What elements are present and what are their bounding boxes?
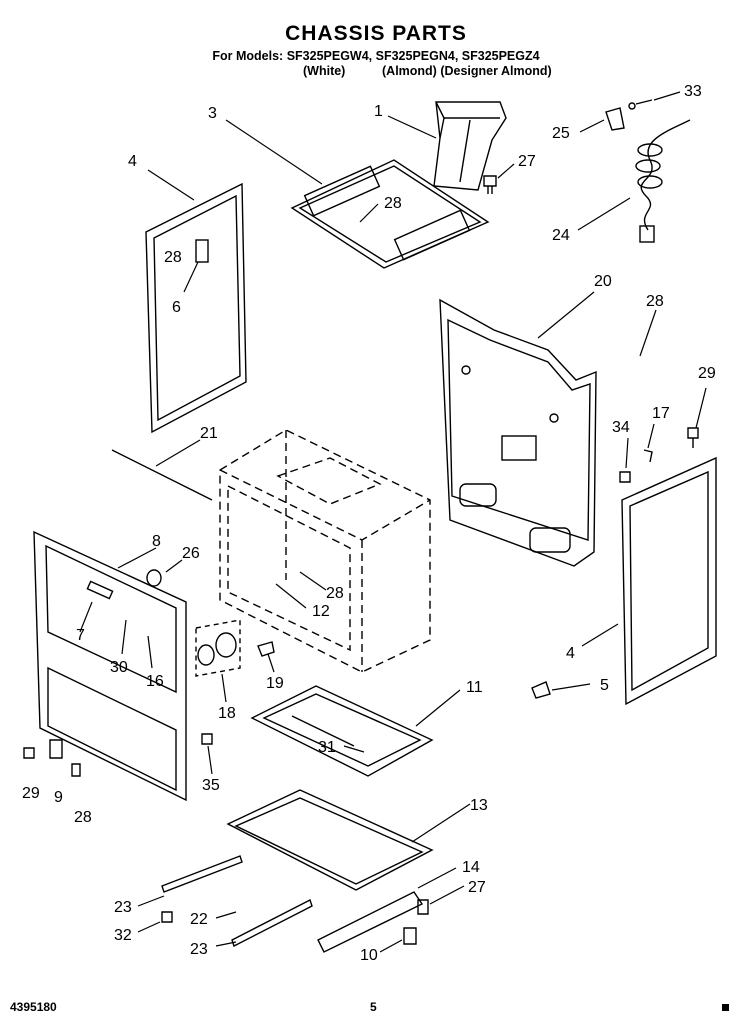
callout-28-cavity: 28	[326, 585, 344, 602]
callout-18: 18	[218, 705, 236, 722]
callout-1: 1	[374, 103, 383, 120]
page-title: CHASSIS PARTS	[285, 22, 467, 45]
orifice-19	[257, 641, 275, 657]
front-frame-part	[33, 530, 187, 802]
leader-lines	[79, 91, 707, 953]
callout-34: 34	[612, 419, 630, 436]
bottom-panel-part	[226, 789, 434, 891]
corner-mark	[722, 1004, 729, 1011]
callout-27-top: 27	[518, 153, 536, 170]
vent-duct-part	[433, 101, 507, 191]
color-white-label: (White)	[303, 64, 346, 78]
callout-35: 35	[202, 777, 220, 794]
left-side-panel-part	[145, 182, 247, 434]
rail-23-lower	[231, 899, 313, 947]
broiler-pan-part	[250, 685, 434, 777]
callout-3: 3	[208, 105, 217, 122]
callout-12: 12	[312, 603, 330, 620]
bracket-9	[49, 739, 63, 759]
callout-33: 33	[684, 83, 702, 100]
screw-29-right	[687, 427, 699, 448]
rail-23-upper	[161, 855, 243, 893]
callout-32: 32	[114, 927, 132, 944]
callout-16: 16	[146, 673, 164, 690]
callout-28-rear: 28	[646, 293, 664, 310]
callout-10: 10	[360, 947, 378, 964]
callout-6: 6	[172, 299, 181, 316]
doc-number: 4395180	[10, 1000, 57, 1014]
power-cord-part	[635, 119, 691, 243]
callout-13: 13	[470, 797, 488, 814]
right-side-panel-part	[621, 456, 717, 706]
callout-26: 26	[182, 545, 200, 562]
callout-31: 31	[318, 739, 336, 756]
callout-29-left: 29	[22, 785, 40, 802]
callout-28-cooktop: 28	[384, 195, 402, 212]
gasket-21	[111, 449, 213, 501]
callout-21: 21	[200, 425, 218, 442]
color-almond-label: (Almond) (Designer Almond)	[382, 64, 552, 78]
callout-8: 8	[152, 533, 161, 550]
cord-bracket-part	[605, 99, 653, 131]
screw-28-lower	[71, 763, 81, 777]
burner-assembly-part	[195, 619, 241, 677]
cooktop-base-part	[290, 159, 490, 269]
callout-29-right: 29	[698, 365, 716, 382]
page-number: 5	[370, 1000, 377, 1014]
screw-27-lower	[417, 899, 429, 915]
knob-26	[146, 569, 162, 587]
glide-5	[531, 681, 551, 699]
drawer-rail-14	[317, 891, 424, 953]
callout-27-bottom: 27	[468, 879, 486, 896]
callout-24: 24	[552, 227, 570, 244]
screw-35	[201, 733, 213, 745]
screw-29-left	[23, 747, 35, 759]
callout-14: 14	[462, 859, 480, 876]
callout-7: 7	[76, 627, 85, 644]
oven-cavity-part	[219, 429, 431, 673]
screw-34	[619, 471, 631, 483]
clip-17	[643, 449, 653, 463]
leveler-10	[403, 927, 417, 945]
callout-5: 5	[600, 677, 609, 694]
models-line: For Models: SF325PEGW4, SF325PEGN4, SF32…	[212, 49, 540, 63]
callout-20: 20	[594, 273, 612, 290]
callout-22: 22	[190, 911, 208, 928]
callout-4-right: 4	[566, 645, 575, 662]
callout-9: 9	[54, 789, 63, 806]
callout-28-bottom: 28	[74, 809, 92, 826]
callout-labels: 1 3 33 25 27 4 28 28 24 6 20 28 29 34 17…	[22, 83, 716, 964]
callout-17: 17	[652, 405, 670, 422]
callout-23-lower: 23	[190, 941, 208, 958]
callout-25: 25	[552, 125, 570, 142]
callout-23-upper: 23	[114, 899, 132, 916]
callout-4-left: 4	[128, 153, 137, 170]
callout-30: 30	[110, 659, 128, 676]
callout-11: 11	[466, 679, 483, 696]
rear-panel-part	[439, 298, 597, 567]
callout-19: 19	[266, 675, 284, 692]
screw-27-top	[483, 175, 497, 194]
screw-32	[161, 911, 173, 923]
callout-28-side: 28	[164, 249, 182, 266]
